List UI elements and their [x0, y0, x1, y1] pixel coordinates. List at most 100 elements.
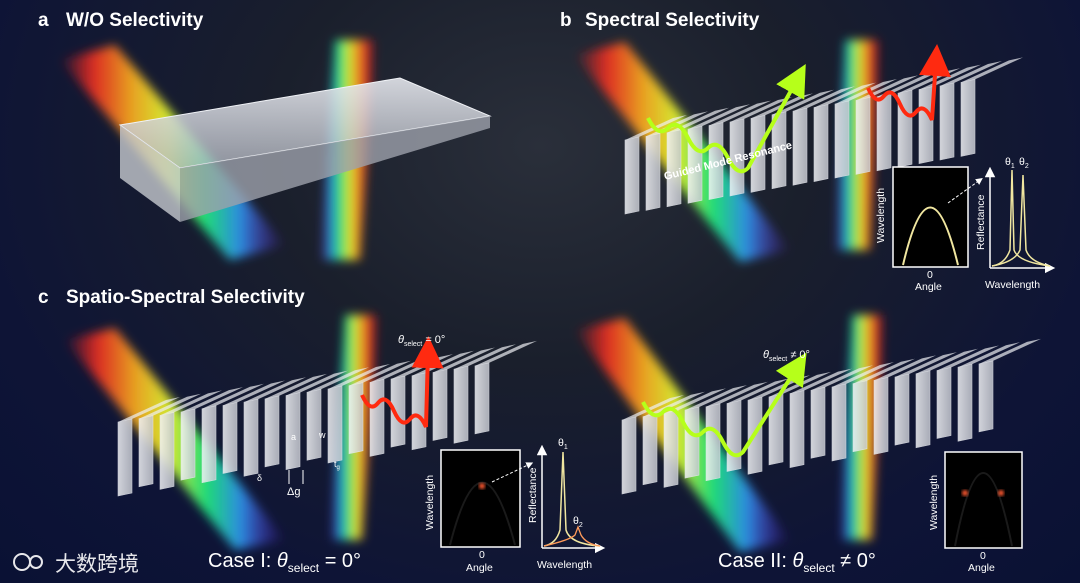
inset-c1-ylabel: Wavelength [424, 475, 436, 530]
glass-plate [118, 77, 492, 222]
panel-b-title: Spectral Selectivity [585, 10, 760, 31]
grating-bar [936, 367, 952, 439]
inset-c1-wavelength-label: Wavelength [537, 559, 592, 571]
dim-delta-g: Δg [287, 486, 300, 498]
grating-bar-top [958, 342, 1020, 368]
inset-b-reflectance-label: Reflectance [975, 194, 987, 250]
grating-bar-top [622, 395, 684, 420]
grating-bar [876, 93, 892, 172]
grating-bar-top [961, 57, 1023, 83]
watermark-text: 大数跨境 [55, 552, 139, 576]
grating-bar-top [835, 79, 897, 104]
panel-b-letter: b [560, 10, 572, 31]
inset-c1-reflectance-label: Reflectance [527, 467, 539, 523]
grating-bar-top [709, 100, 771, 126]
grating-bar [810, 386, 826, 459]
grating-bar [894, 373, 910, 446]
grating-bar [264, 395, 280, 468]
grating-bar [873, 377, 889, 455]
inset-b-wavelength-label: Wavelength [985, 279, 1040, 291]
inset-c2-ylabel: Wavelength [928, 475, 940, 530]
red-reflected-arrow-b [866, 44, 951, 121]
grating-bar-top [286, 370, 348, 396]
inset-c1-xlabel: Angle [466, 562, 493, 574]
inset-c1-theta1: θ1 [558, 437, 568, 451]
inset-b-theta1: θ1 [1005, 156, 1015, 170]
grating-bar [306, 388, 322, 461]
grating-bar-top [688, 104, 750, 130]
dim-w: w [318, 430, 326, 440]
grating-bar-top [349, 360, 411, 386]
incident-rainbow-beam-c2 [575, 318, 790, 552]
grating-bar [138, 415, 154, 488]
grating-bar [474, 362, 490, 435]
grating-bar-top [202, 383, 264, 409]
dim-delta: δ [257, 473, 262, 483]
grating-bar-top [160, 390, 222, 416]
grating-bar [957, 363, 973, 442]
grating-bar-top [454, 344, 516, 370]
grating-bar [432, 369, 448, 441]
grating-bar-top [244, 377, 306, 403]
inset-b-xlabel: Angle [915, 281, 942, 293]
dim-a: a [291, 432, 296, 442]
grating-bar [180, 408, 196, 481]
grating-bar [390, 375, 406, 448]
grating-bar [813, 104, 829, 182]
guided-mode-green-arrow [646, 64, 806, 174]
grating-bar-top [832, 362, 894, 387]
grating-bar [960, 79, 976, 157]
inset-b-zero: 0 [927, 269, 933, 281]
grating-bar [621, 416, 637, 495]
grating-bar [939, 82, 955, 161]
panel-c-title: Spatio-Spectral Selectivity [66, 287, 305, 308]
panel-a-letter: a [38, 10, 49, 31]
theta-select-eq-label: θselect = 0° [398, 334, 445, 348]
grating-bar [285, 392, 301, 470]
inset-b-theta2: θ2 [1019, 156, 1029, 170]
grating-bar [453, 365, 469, 444]
grating-bar-top [643, 391, 705, 417]
grating-bar-top [979, 338, 1041, 364]
grating-bar [642, 413, 658, 486]
inset-dispersion-b: Wavelength 0 Angle [875, 166, 983, 293]
incident-rainbow-beam-b [575, 42, 790, 262]
logo-icon [13, 553, 31, 571]
inset-dispersion-c2: Wavelength 0 Angle [928, 451, 1023, 574]
grating-bar-top [940, 61, 1002, 86]
grating-bar-top [265, 373, 327, 399]
grating-bar-top [475, 340, 537, 366]
grating-bar-top [433, 347, 495, 373]
theta-select-neq-label: θselect ≠ 0° [763, 349, 810, 363]
grating-bar [918, 86, 934, 164]
grating-bar [348, 382, 364, 455]
grating-bar-top [706, 381, 768, 407]
grating-c2 [621, 338, 1041, 495]
grating-bar [243, 398, 259, 477]
grating-bar-top [139, 393, 201, 419]
grating-bar [663, 410, 679, 488]
grating-bar [327, 385, 343, 464]
inset-c2-zero: 0 [980, 550, 986, 562]
grating-bar-top [814, 82, 876, 108]
inset-reflectance-c1: Reflectance Wavelength θ1 θ2 [527, 437, 606, 571]
grating-bar [411, 372, 427, 451]
caption-case1: Case I: θselect = 0° [208, 550, 361, 575]
dim-tg: tg [334, 459, 340, 471]
grating-bar-top [811, 365, 873, 391]
inset-c1-theta2: θ2 [573, 515, 583, 529]
watermark: 大数跨境 [13, 552, 139, 576]
grating-bar-top [877, 71, 939, 97]
grating-bar [645, 133, 661, 211]
grating-bar [201, 405, 217, 484]
caption-case2: Case II: θselect ≠ 0° [718, 550, 876, 575]
grating-bar [117, 418, 133, 497]
grating-bar-top [916, 348, 978, 374]
panel-b: b Spectral Selectivity Guided Mode Reson… [560, 10, 1056, 293]
grating-bar [792, 107, 808, 186]
grating-bar-top [853, 358, 915, 384]
grating-bar-top [223, 380, 285, 406]
inset-c1-zero: 0 [479, 549, 485, 561]
